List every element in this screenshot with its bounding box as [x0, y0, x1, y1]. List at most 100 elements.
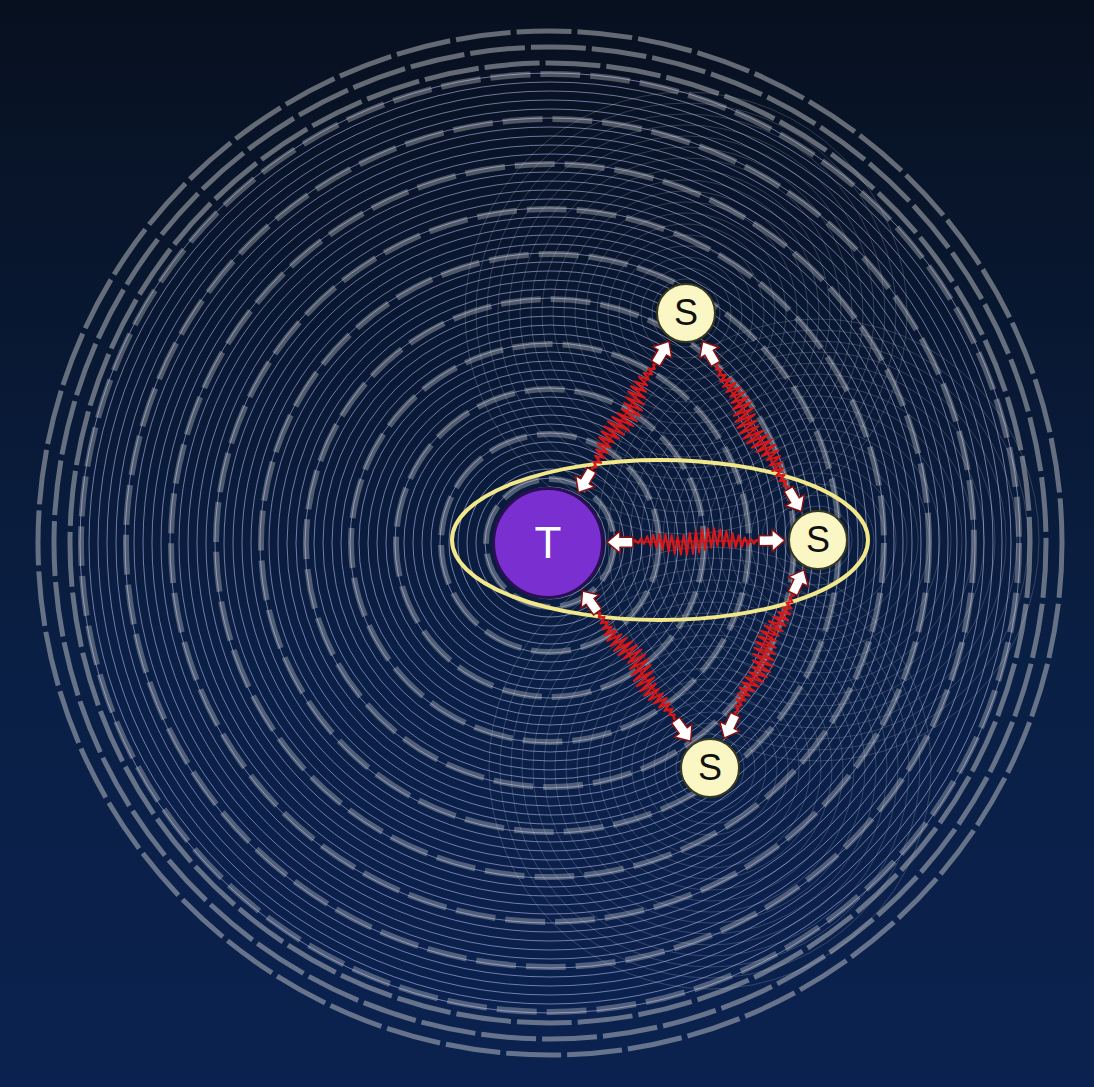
wave-ring: [489, 547, 931, 989]
field-ring: [152, 145, 948, 941]
wave-ring: [608, 330, 1028, 750]
sensor-node: S: [680, 738, 740, 798]
field-ring: [179, 172, 921, 914]
field-ring: [215, 208, 885, 878]
field-ring: [251, 244, 849, 842]
segment-ring: [486, 479, 614, 607]
wave-ring: [597, 319, 1039, 761]
wave-ring: [511, 569, 909, 967]
field-ring: [188, 181, 912, 905]
wave-ring: [643, 701, 777, 835]
wave-ring: [498, 125, 874, 501]
wave-ring: [619, 341, 1017, 739]
field-ring: [107, 100, 993, 986]
sensor-node: S: [788, 510, 848, 570]
wave-ring: [588, 646, 832, 890]
arrow-head: [788, 570, 808, 596]
wave-ring: [630, 257, 742, 369]
wave-ring: [597, 224, 775, 402]
field-ring: [485, 478, 615, 608]
arrow-head: [607, 531, 633, 553]
wave-ring: [555, 613, 865, 923]
field-ring: [125, 118, 975, 968]
wave-ring: [566, 624, 854, 912]
segment-ring: [81, 74, 1019, 1012]
wave-ring: [577, 635, 843, 901]
wave-ring: [520, 147, 852, 479]
field-ring: [242, 235, 858, 851]
outer-ring: [38, 31, 1062, 1055]
wave-ring: [522, 580, 898, 956]
outer-ring: [70, 63, 1030, 1023]
wave-axis: [582, 591, 690, 741]
wave-ring: [564, 191, 808, 435]
arrow-head: [700, 342, 720, 367]
field-ring: [359, 352, 741, 734]
field-ring: [143, 136, 957, 950]
wave-ring: [542, 169, 830, 457]
wave-ring: [751, 473, 885, 607]
wave-axis: [703, 342, 802, 512]
field-ring: [161, 154, 939, 932]
field-ring: [224, 217, 876, 869]
wave-connector: [607, 528, 785, 554]
wave-ring: [654, 712, 766, 824]
wave-ring: [586, 213, 786, 413]
wave-ring: [465, 92, 907, 534]
arrow-head: [651, 341, 671, 366]
wave-ring: [652, 279, 720, 347]
target-node: T: [492, 487, 604, 599]
wave-ring: [500, 558, 920, 978]
wave-ring: [676, 734, 744, 802]
field-ring: [314, 307, 786, 779]
arrow-head: [672, 717, 693, 741]
arrow-head: [576, 468, 596, 493]
wave-ring: [533, 591, 887, 945]
wave-ring: [544, 602, 876, 934]
wave-ring: [487, 114, 885, 512]
wave-ring: [632, 690, 788, 846]
wave-ring: [608, 235, 764, 391]
wave-ring: [599, 657, 821, 879]
wave-ring: [740, 462, 896, 618]
arrow-head: [720, 713, 740, 739]
field-ring: [350, 343, 750, 743]
field-ring: [80, 73, 1020, 1013]
segment-ring: [126, 119, 974, 967]
wave-ring: [509, 136, 863, 490]
field-ring: [134, 127, 966, 959]
field-ring: [206, 199, 894, 887]
field-ring: [170, 163, 930, 923]
arrow-head: [759, 530, 785, 552]
field-ring: [332, 325, 768, 761]
wave-connector: [581, 591, 692, 741]
wave-ring: [641, 268, 731, 358]
field-ring: [197, 190, 903, 896]
field-ring: [467, 460, 633, 626]
orbit-ellipse: [452, 460, 868, 620]
field-ring: [98, 91, 1002, 995]
wave-ring: [610, 668, 810, 868]
field-ring: [269, 262, 831, 824]
arrow-head: [581, 591, 602, 615]
field-ring: [323, 316, 777, 770]
segment-ring: [216, 209, 884, 877]
wave-axis: [724, 570, 804, 738]
outer-ring: [54, 47, 1046, 1039]
wave-connector: [576, 341, 672, 492]
wave-connector: [720, 570, 808, 738]
wave-ring: [630, 352, 1006, 728]
node-label: S: [674, 295, 698, 331]
field-ring: [89, 82, 1011, 1004]
node-label: S: [806, 522, 830, 558]
sensor-node: S: [656, 283, 716, 343]
node-label: S: [698, 750, 722, 786]
field-ring: [233, 226, 867, 860]
field-ring: [116, 109, 984, 977]
wave-ring: [621, 679, 799, 857]
arrow-head: [784, 487, 804, 512]
node-label: T: [535, 521, 562, 565]
wave-connector: [700, 342, 805, 512]
segment-ring: [171, 164, 929, 922]
